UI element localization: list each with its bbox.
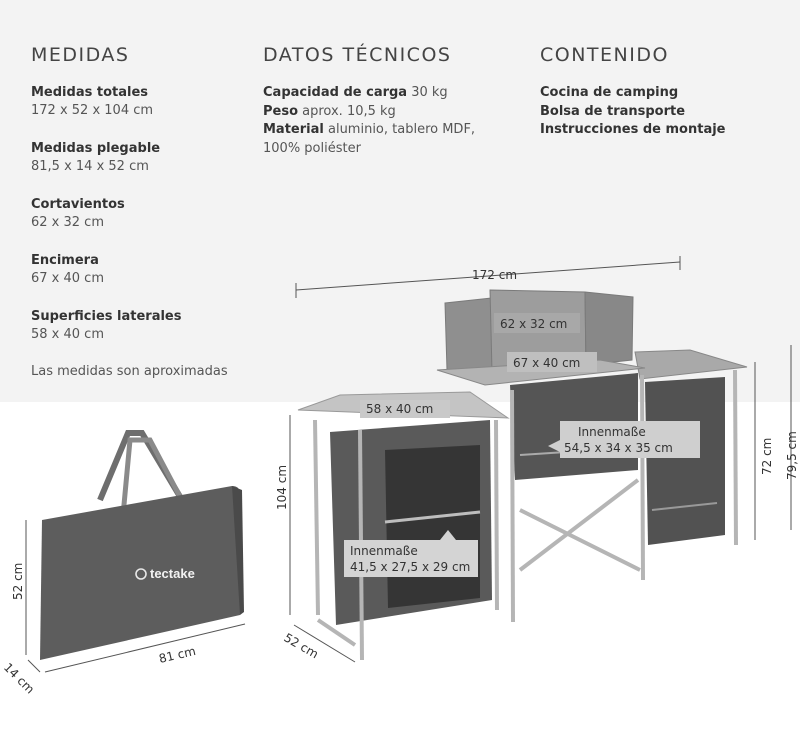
datos-title: DATOS TÉCNICOS	[263, 44, 452, 66]
windscreen-right	[584, 291, 634, 366]
data-value: aluminio, tablero MDF,	[327, 122, 476, 137]
content-item: Bolsa de transporte	[540, 103, 686, 119]
approx-note: Las medidas son aproximadas	[31, 364, 228, 379]
windscreen-tag	[494, 313, 580, 333]
bag-depth: 14 cm	[1, 660, 37, 696]
spec-value: 172 x 52 x 104 cm	[31, 103, 154, 118]
spec-worktop: Encimera 67 x 40 cm	[31, 252, 261, 288]
spec-label: Medidas totales	[31, 85, 148, 100]
inner-dims-left-box	[344, 540, 478, 577]
bag-body	[40, 486, 240, 660]
worktop-tag	[507, 352, 597, 372]
left-shelf	[384, 510, 481, 524]
inner-dims-left: 41,5 x 27,5 x 29 cm	[350, 560, 470, 574]
bag-brand: tectake	[150, 566, 195, 581]
total-width-label: 172 cm	[472, 268, 517, 282]
camping-kitchen: 172 cm 104 cm 52 cm 79,5 cm 72 cm	[275, 256, 799, 663]
data-row-material-cont: 100% poliéster	[263, 140, 361, 156]
brace	[316, 618, 357, 647]
leg	[313, 419, 320, 616]
inner-dims-middle-box	[560, 421, 700, 458]
spec-label: Cortavientos	[31, 197, 125, 212]
data-value: aprox. 10,5 kg	[302, 103, 396, 119]
data-label: Material	[263, 122, 324, 137]
content-item: Instrucciones de montaje	[540, 122, 726, 137]
contenido-column: CONTENIDO Cocina de camping Bolsa de tra…	[540, 44, 780, 140]
spec-folded: Medidas plegable 81,5 x 14 x 52 cm	[31, 140, 261, 176]
bag-depth-line	[27, 659, 41, 673]
right-side-surface	[634, 349, 748, 380]
leg	[640, 374, 645, 581]
bag-handle	[117, 437, 198, 549]
right-shelf	[651, 502, 718, 511]
spec-total: Medidas totales 172 x 52 x 104 cm	[31, 84, 261, 120]
medidas-column: MEDIDAS Medidas totales 172 x 52 x 104 c…	[31, 44, 261, 379]
leg	[494, 419, 499, 611]
brace	[518, 478, 640, 572]
bag-handle	[97, 430, 185, 502]
windscreen-dims: 62 x 32 cm	[500, 317, 567, 331]
spec-value: 62 x 32 cm	[31, 215, 104, 230]
data-label: Capacidad de carga	[263, 85, 408, 100]
spec-side-surfaces: Superficies laterales 58 x 40 cm	[31, 308, 261, 344]
spec-value: 67 x 40 cm	[31, 271, 104, 286]
data-row-weight: Peso aprox. 10,5 kg	[263, 103, 523, 122]
medidas-title: MEDIDAS	[31, 44, 130, 66]
spec-label: Superficies laterales	[31, 309, 182, 324]
inner-dims-middle: 54,5 x 34 x 35 cm	[564, 441, 673, 455]
spec-value: 81,5 x 14 x 52 cm	[31, 159, 149, 174]
spec-panel	[0, 0, 800, 402]
carry-bag: tectake 52 cm 81 cm 14 cm	[1, 430, 246, 697]
bag-width: 81 cm	[158, 644, 198, 666]
bag-height: 52 cm	[11, 563, 25, 600]
data-label: Peso	[263, 103, 299, 119]
total-height-label: 104 cm	[275, 465, 289, 510]
data-row-material: Material aluminio, tablero MDF,	[263, 121, 523, 140]
leg	[733, 369, 738, 546]
spec-value: 58 x 40 cm	[31, 327, 104, 342]
outer-height-label: 79,5 cm	[785, 431, 799, 480]
aluminium-frame	[313, 369, 738, 661]
data-row-capacity: Capacidad de carga 30 kg	[263, 84, 523, 103]
depth-dimension-line	[293, 624, 356, 663]
spec-label: Encimera	[31, 253, 99, 268]
bag-side	[232, 486, 244, 615]
bag-logo-icon	[135, 568, 147, 580]
callout-pointer	[440, 530, 456, 540]
leg	[510, 389, 515, 623]
data-value: 30 kg	[411, 85, 448, 100]
spec-label: Medidas plegable	[31, 141, 161, 156]
callout-pointer	[548, 440, 560, 452]
left-cabinet-opening	[385, 445, 480, 608]
side-surface-tag	[360, 400, 450, 418]
bag-width-line	[44, 623, 246, 673]
inner-height-label: 72 cm	[760, 438, 774, 475]
inner-label-left: Innenmaße	[350, 544, 418, 558]
side-surface-dims: 58 x 40 cm	[366, 402, 433, 416]
content-item: Cocina de camping	[540, 85, 679, 100]
width-dimension-line	[295, 261, 681, 291]
brace	[519, 508, 641, 572]
depth-label: 52 cm	[282, 630, 321, 661]
right-cabinet	[645, 377, 725, 545]
contenido-title: CONTENIDO	[540, 44, 669, 66]
datos-column: DATOS TÉCNICOS Capacidad de carga 30 kg …	[263, 44, 523, 158]
inner-label-middle: Innenmaße	[578, 425, 646, 439]
worktop-dims: 67 x 40 cm	[513, 356, 580, 370]
spec-windscreen: Cortavientos 62 x 32 cm	[31, 196, 261, 232]
